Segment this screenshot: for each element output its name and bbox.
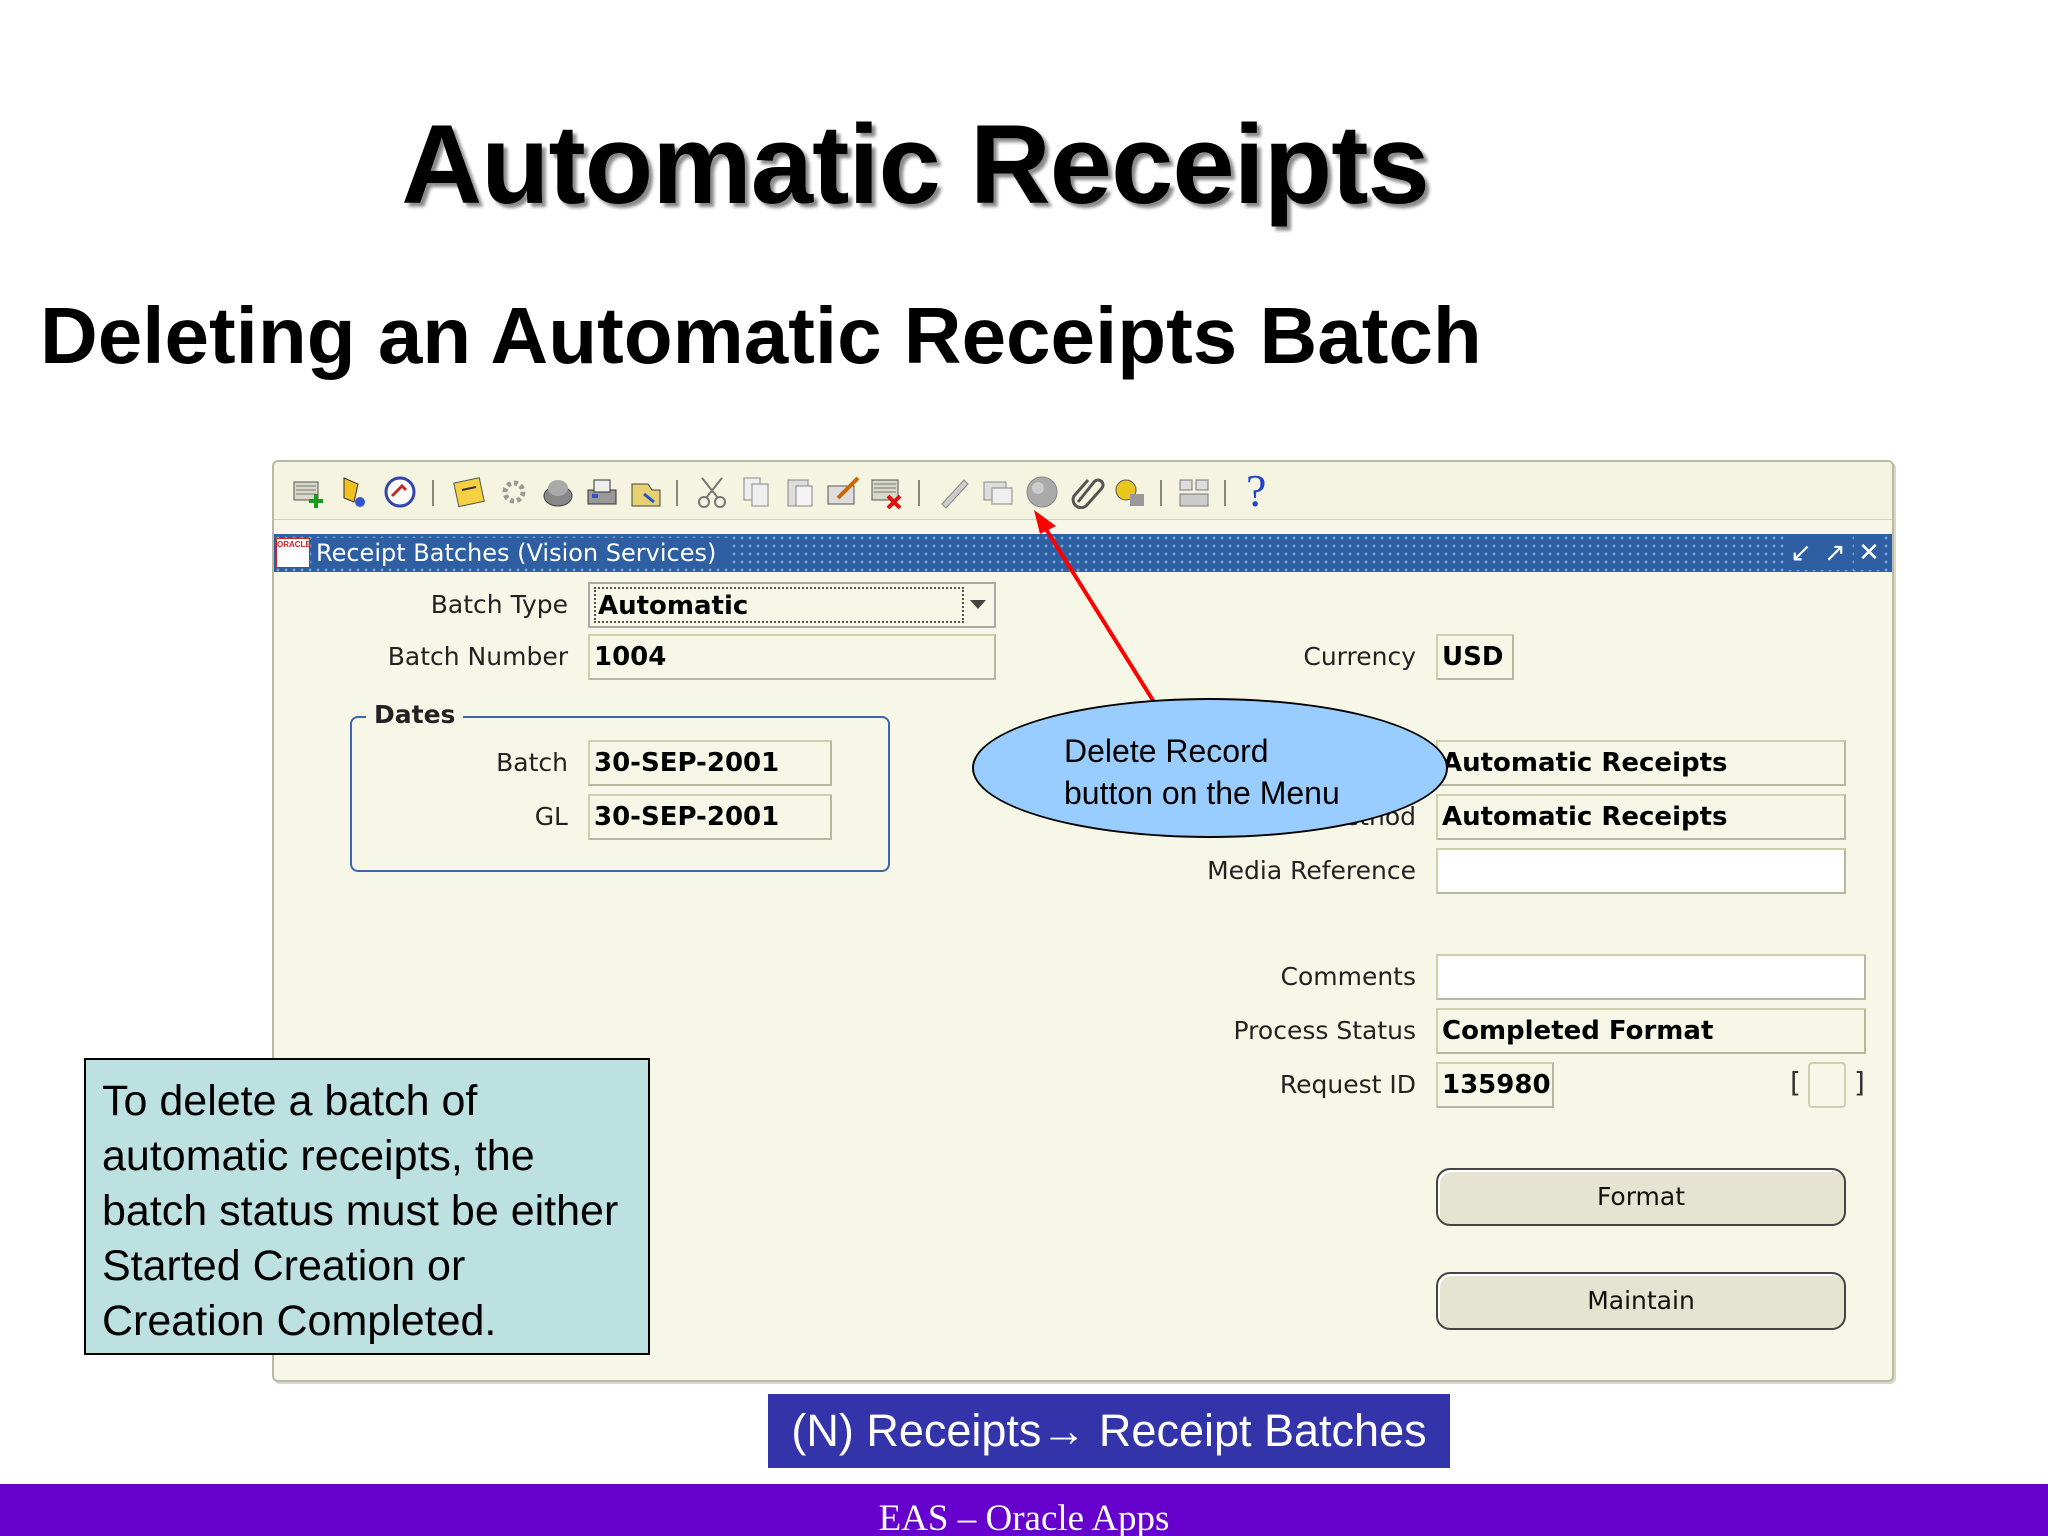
comments-label: Comments	[1280, 962, 1416, 991]
maximize-icon[interactable]: ↗	[1820, 536, 1850, 570]
switch-responsibility-icon[interactable]	[538, 472, 578, 512]
batch-date-field[interactable]: 30-SEP-2001	[588, 740, 832, 786]
save-icon[interactable]	[450, 472, 490, 512]
descriptive-flexfield-open-bracket: [	[1790, 1066, 1801, 1099]
zoom-icon[interactable]	[978, 472, 1018, 512]
navigator-icon[interactable]	[380, 472, 420, 512]
maintain-button[interactable]: Maintain	[1436, 1272, 1846, 1330]
delete-record-icon[interactable]	[868, 472, 908, 512]
request-id-label: Request ID	[1279, 1070, 1416, 1099]
gl-date-label: GL	[534, 802, 568, 831]
gl-date-field[interactable]: 30-SEP-2001	[588, 794, 832, 840]
media-reference-label: Media Reference	[1207, 856, 1416, 885]
folder-tools-icon[interactable]	[1110, 472, 1150, 512]
currency-label: Currency	[1303, 642, 1416, 671]
callout-line-2: button on the Menu	[1064, 775, 1340, 811]
slide-title: Automatic Receipts	[401, 102, 1430, 227]
payment-method-field[interactable]: Automatic Receipts	[1436, 794, 1846, 840]
minimize-icon[interactable]: ↙	[1786, 536, 1816, 570]
close-icon[interactable]: ✕	[1854, 536, 1884, 570]
close-form-icon[interactable]	[626, 472, 666, 512]
window-titlebar[interactable]: ORACLE Receipt Batches (Vision Services)…	[274, 534, 1892, 572]
slide-subtitle: Deleting an Automatic Receipts Batch	[40, 291, 1482, 380]
process-status-label: Process Status	[1233, 1016, 1416, 1045]
window-help-icon[interactable]	[1174, 472, 1214, 512]
callout-text: Delete Record button on the Menu	[1064, 730, 1424, 814]
clear-record-icon[interactable]	[824, 472, 864, 512]
toolbar-separator	[918, 480, 920, 506]
toolbar: ?	[274, 462, 1892, 520]
toolbar-separator	[432, 480, 434, 506]
window-title: Receipt Batches (Vision Services)	[314, 538, 729, 568]
new-record-icon[interactable]	[290, 472, 330, 512]
toolbar-separator	[1224, 480, 1226, 506]
callout-line-1: Delete Record	[1064, 733, 1269, 769]
format-button[interactable]: Format	[1436, 1168, 1846, 1226]
toolbar-separator	[676, 480, 678, 506]
paste-icon[interactable]	[780, 472, 820, 512]
dates-group: Dates	[350, 700, 890, 872]
process-status-field[interactable]: Completed Format	[1436, 1008, 1866, 1054]
navigation-path: (N) Receipts→ Receipt Batches	[768, 1394, 1450, 1468]
comments-field[interactable]	[1436, 954, 1866, 1000]
oracle-logo: ORACLE	[276, 538, 311, 568]
cut-icon[interactable]	[692, 472, 732, 512]
batch-number-field[interactable]: 1004	[588, 634, 996, 680]
descriptive-flexfield[interactable]	[1808, 1062, 1846, 1108]
request-id-field[interactable]: 1359806	[1436, 1062, 1554, 1108]
next-step-icon[interactable]	[494, 472, 534, 512]
attachments-icon[interactable]	[1066, 472, 1106, 512]
batch-type-value: Automatic	[594, 587, 964, 623]
batch-date-label: Batch	[496, 748, 568, 777]
print-icon[interactable]	[582, 472, 622, 512]
edit-field-icon[interactable]	[934, 472, 974, 512]
chevron-down-icon[interactable]	[970, 600, 986, 609]
find-icon[interactable]	[336, 472, 376, 512]
dates-group-title: Dates	[366, 700, 464, 729]
translations-icon[interactable]	[1022, 472, 1062, 512]
batch-type-select[interactable]: Automatic	[588, 582, 996, 628]
receipt-class-field[interactable]: Automatic Receipts	[1436, 740, 1846, 786]
batch-type-label: Batch Type	[430, 590, 568, 619]
media-reference-field[interactable]	[1436, 848, 1846, 894]
copy-icon[interactable]	[736, 472, 776, 512]
toolbar-separator	[1160, 480, 1162, 506]
help-icon[interactable]: ?	[1246, 465, 1267, 516]
descriptive-flexfield-close-bracket: ]	[1854, 1066, 1865, 1099]
note-box: To delete a batch of automatic receipts,…	[84, 1058, 650, 1355]
callout-bubble	[972, 698, 1448, 838]
batch-number-label: Batch Number	[387, 642, 568, 671]
currency-field[interactable]: USD	[1436, 634, 1514, 680]
footer: EAS – Oracle Apps	[0, 1484, 2048, 1536]
